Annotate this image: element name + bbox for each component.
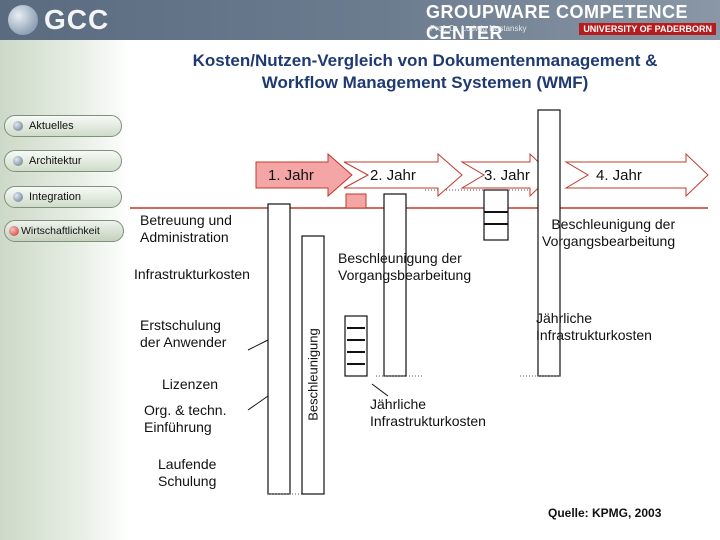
year-3-label: 3. Jahr xyxy=(484,167,530,184)
year-2-benefit-bar xyxy=(383,193,407,377)
label-infrastrukturkosten: Infrastrukturkosten xyxy=(134,266,250,282)
label-line: der Anwender xyxy=(140,334,227,350)
label-jaehrliche-year4: Jährliche Infrastrukturkosten xyxy=(536,310,652,344)
label-erstschulung: Erstschulung der Anwender xyxy=(140,317,226,351)
label-line: Beschleunigung der xyxy=(551,216,676,232)
university-badge: UNIVERSITY OF PADERBORN xyxy=(579,23,716,35)
year-3-benefit-bar xyxy=(537,109,561,377)
label-line: Schulung xyxy=(158,473,217,489)
year-2-arrow xyxy=(343,152,463,198)
label-line: Laufende xyxy=(158,456,217,472)
year-4-label: 4. Jahr xyxy=(596,167,642,184)
bullet-icon xyxy=(13,121,23,131)
label-line: Vorgangsbearbeitung xyxy=(542,233,676,249)
nav-aktuelles[interactable]: Aktuelles xyxy=(4,115,122,137)
brand-title: GROUPWARE COMPETENCE CENTER xyxy=(426,2,689,43)
nav-integration[interactable]: Integration xyxy=(4,186,122,208)
nav-architektur[interactable]: Architektur xyxy=(4,150,122,172)
label-line: Jährliche xyxy=(370,396,427,412)
year-1-label: 1. Jahr xyxy=(268,167,314,184)
label-beschleunigung-year2: Beschleunigung der Vorgangsbearbeitung xyxy=(338,250,471,284)
bullet-active-icon xyxy=(9,226,19,236)
title-line-1: Kosten/Nutzen-Vergleich von Dokumentenma… xyxy=(192,51,658,70)
label-lizenzen: Lizenzen xyxy=(162,376,219,392)
pointer-line xyxy=(247,339,269,351)
label-jaehrliche-year2: Jährliche Infrastrukturkosten xyxy=(370,396,486,430)
label-line: Beschleunigung der xyxy=(338,250,462,266)
pointer-line xyxy=(371,383,389,397)
nav-label: Integration xyxy=(29,191,81,203)
label-line: Infrastrukturkosten xyxy=(370,413,486,429)
year-2-cost-bar xyxy=(344,315,368,377)
label-line: Betreuung und xyxy=(140,212,232,228)
label-betreuung: Betreuung und Administration xyxy=(140,212,232,246)
title-line-2: Workflow Management Systemen (WMF) xyxy=(261,73,589,92)
nav-wirtschaftlichkeit[interactable]: Wirtschaftlichkeit xyxy=(4,220,124,242)
year-3-cost-bar xyxy=(483,189,509,241)
small-red-box xyxy=(345,193,367,209)
label-line: Einführung xyxy=(144,419,212,435)
bullet-icon xyxy=(13,192,23,202)
brand-subtitle: Prof. Dr. Ludwig Nastansky xyxy=(430,24,527,33)
header-banner: GCC GROUPWARE COMPETENCE CENTER Prof. Dr… xyxy=(0,0,720,43)
brand-block: GROUPWARE COMPETENCE CENTER Prof. Dr. Lu… xyxy=(426,2,716,43)
year-3-arrow xyxy=(460,152,553,198)
source-citation: Quelle: KPMG, 2003 xyxy=(548,506,662,520)
label-line: Vorgangsbearbeitung xyxy=(338,267,472,283)
label-org-einfuehrung: Org. & techn. Einführung xyxy=(144,402,226,436)
nav-label: Aktuelles xyxy=(29,120,74,132)
bullet-icon xyxy=(13,156,23,166)
year-2-label: 2. Jahr xyxy=(370,167,416,184)
label-line: Erstschulung xyxy=(140,317,221,333)
nav-label: Architektur xyxy=(29,155,82,167)
year-1-arrow xyxy=(255,152,353,198)
year-4-arrow xyxy=(564,152,709,198)
pointer-line xyxy=(247,395,269,411)
year-1-benefit-bar xyxy=(301,235,325,495)
label-laufende-schulung: Laufende Schulung xyxy=(158,456,216,490)
logo-text: GCC xyxy=(44,4,110,35)
label-line: Infrastrukturkosten xyxy=(536,327,652,343)
label-line: Org. & techn. xyxy=(144,402,227,418)
label-beschleunigung-vertical: Beschleunigung xyxy=(305,328,321,421)
slide-title: Kosten/Nutzen-Vergleich von Dokumentenma… xyxy=(140,50,710,94)
label-line: Administration xyxy=(140,229,229,245)
year-1-cost-bar xyxy=(267,203,291,495)
label-beschleunigung-year4: Beschleunigung der Vorgangsbearbeitung xyxy=(542,216,675,250)
gcc-logo: GCC xyxy=(8,4,118,36)
logo-globe-icon xyxy=(8,5,38,35)
nav-label: Wirtschaftlichkeit xyxy=(21,225,100,237)
label-line: Jährliche xyxy=(536,310,593,326)
